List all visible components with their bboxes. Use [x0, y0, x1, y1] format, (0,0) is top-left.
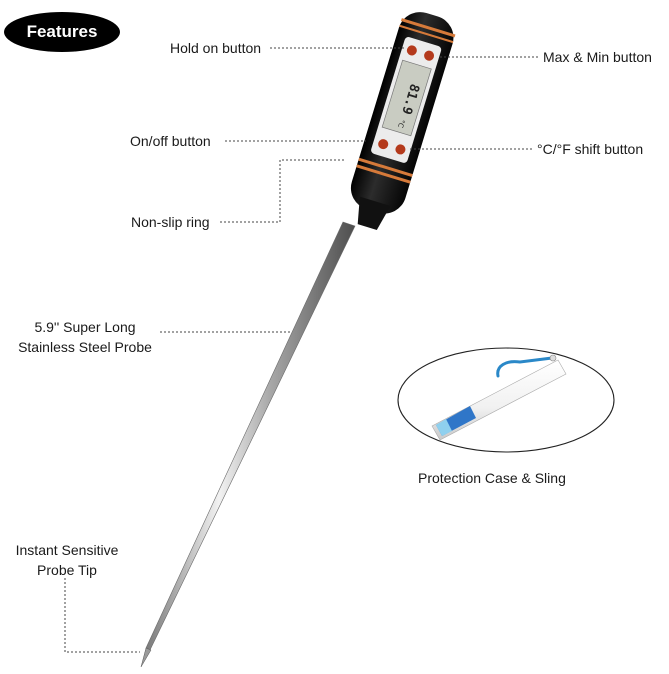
label-hold-on-button: Hold on button: [170, 40, 262, 56]
features-badge: Features: [4, 12, 120, 52]
protection-case-illustration: [397, 347, 615, 453]
lcd-screen: [381, 59, 432, 137]
max-min-button[interactable]: [423, 49, 435, 61]
label-unit-shift-button: °C/°F shift button: [537, 141, 644, 157]
leader-lines: [64, 47, 538, 653]
leader-tip: [64, 578, 140, 653]
label-probe: 5.9'' Super Long Stainless Steel Probe: [10, 317, 160, 357]
top-accent-ring: [400, 18, 456, 38]
label-tip-line1: Instant Sensitive: [15, 542, 119, 558]
label-non-slip-ring: Non-slip ring: [131, 214, 210, 230]
label-probe-line2: Stainless Steel Probe: [18, 339, 152, 355]
lcd-unit: °C: [396, 118, 406, 128]
label-on-off-button: On/off button: [130, 133, 211, 149]
label-probe-tip: Instant Sensitive Probe Tip: [4, 540, 130, 580]
sling-icon: [496, 356, 554, 378]
label-probe-line1: 5.9'' Super Long: [34, 319, 136, 335]
label-protection-case: Protection Case & Sling: [418, 470, 566, 486]
hold-button[interactable]: [406, 44, 418, 56]
power-button[interactable]: [377, 138, 389, 150]
non-slip-ring: [358, 157, 413, 177]
unit-shift-button[interactable]: [394, 143, 406, 155]
label-max-min-button: Max & Min button: [543, 49, 652, 65]
thermometer-handle: 81.9 °C: [350, 12, 456, 231]
label-tip-line2: Probe Tip: [37, 562, 97, 578]
stainless-steel-probe: [140, 221, 356, 668]
leader-non-slip: [220, 159, 345, 223]
